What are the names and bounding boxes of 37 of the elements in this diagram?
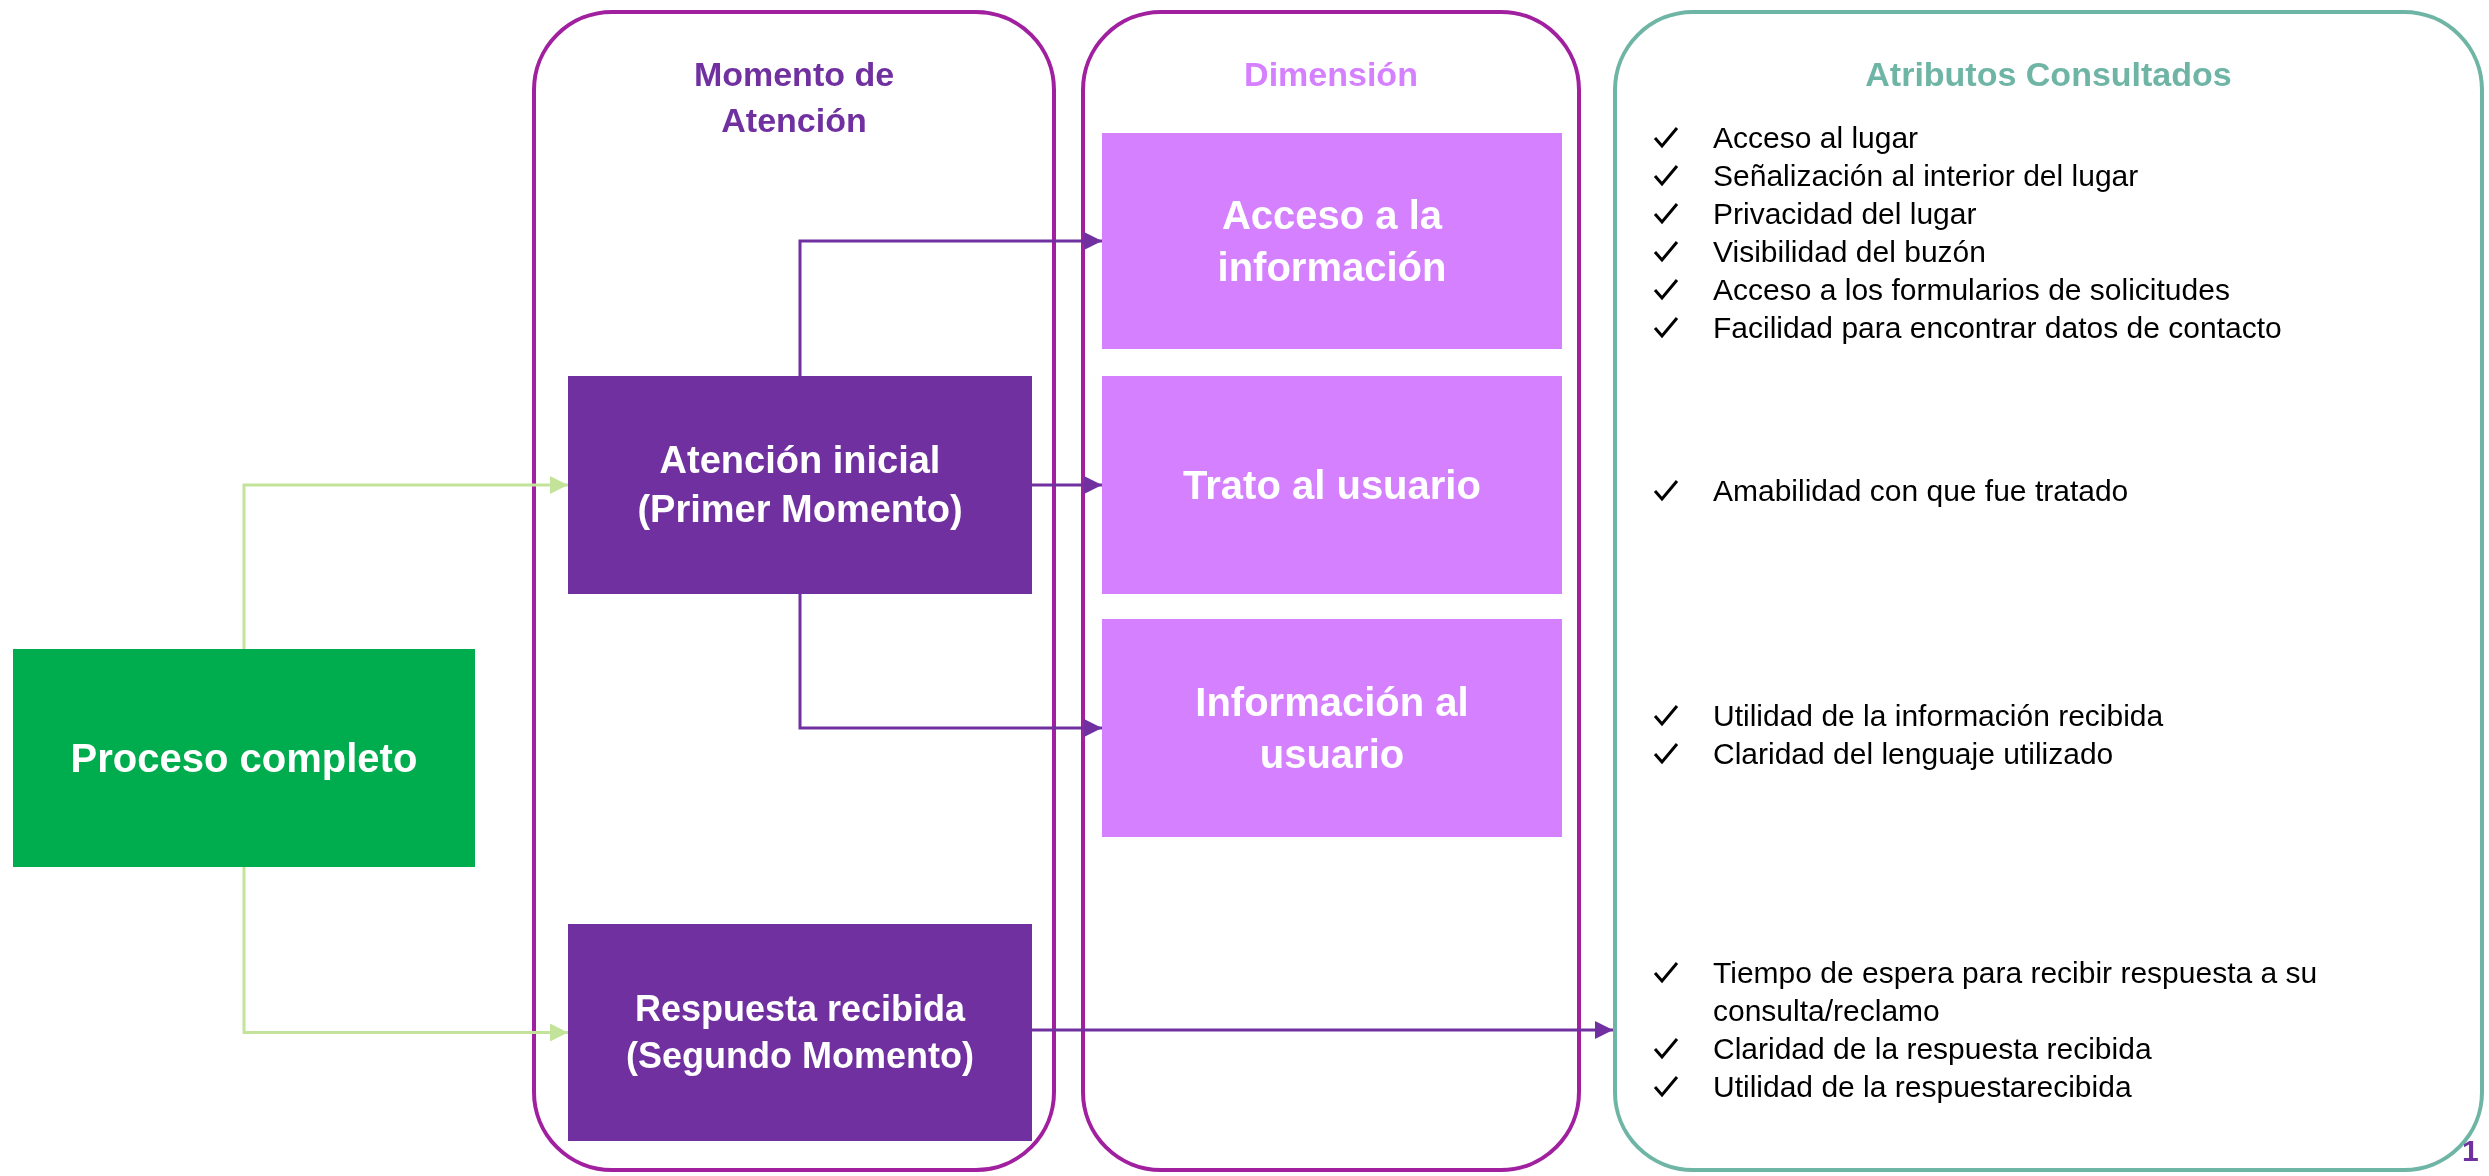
connector-arrow — [798, 232, 1102, 376]
attribute-item: Privacidad del lugar — [1713, 196, 1978, 232]
attribute-item: Visibilidad del buzón — [1713, 234, 1987, 270]
process-box — [568, 924, 1032, 1141]
dimension-box — [1102, 376, 1562, 594]
box-label: Acceso a la información — [1216, 192, 1448, 291]
attribute-item: Facilidad para encontrar datos de contacto — [1713, 310, 2283, 346]
attribute-item: Utilidad de la información recibida — [1713, 698, 2165, 734]
attribute-item: Acceso al lugar — [1713, 120, 1920, 156]
connector-arrow — [798, 594, 1102, 737]
box-label: Trato al usuario — [1183, 462, 1481, 509]
attribute-item: Claridad de la respuesta recibida — [1713, 1031, 2153, 1067]
column-heading: Atributos Consultados — [1864, 54, 2233, 95]
box-label: Respuesta recibida (Segundo Momento) — [625, 986, 975, 1078]
attribute-item: Utilidad de la respuestarecibida — [1713, 1069, 2133, 1105]
column-panel — [1081, 10, 1581, 1172]
attributes-panel — [1613, 10, 2484, 1172]
box-label: Atención inicial (Primer Momento) — [636, 437, 964, 532]
box-label: Información al usuario — [1194, 679, 1470, 778]
dimension-box — [1102, 133, 1562, 349]
attribute-item: Amabilidad con que fue tratado — [1713, 473, 2130, 509]
column-heading: Momento de Atención — [692, 54, 896, 141]
attribute-item: Tiempo de espera para recibir respuesta a su consulta/reclamo — [1713, 955, 2319, 1029]
process-box — [568, 376, 1032, 594]
connector-arrow — [242, 867, 568, 1042]
attribute-item: Claridad del lenguaje utilizado — [1713, 736, 2115, 772]
dimension-box — [1102, 619, 1562, 837]
column-heading: Dimensión — [1243, 54, 1419, 95]
attribute-item: Acceso a los formularios de solicitudes — [1713, 272, 2231, 308]
connector-arrow — [1032, 1021, 1613, 1039]
connector-arrow — [1032, 476, 1102, 494]
box-label: Proceso completo — [70, 735, 418, 782]
attribute-item: Señalización al interior del lugar — [1713, 158, 2140, 194]
connector-arrow — [242, 476, 568, 649]
process-box — [13, 649, 475, 867]
page-number: 1 — [2462, 1134, 2479, 1168]
column-panel — [532, 10, 1056, 1172]
